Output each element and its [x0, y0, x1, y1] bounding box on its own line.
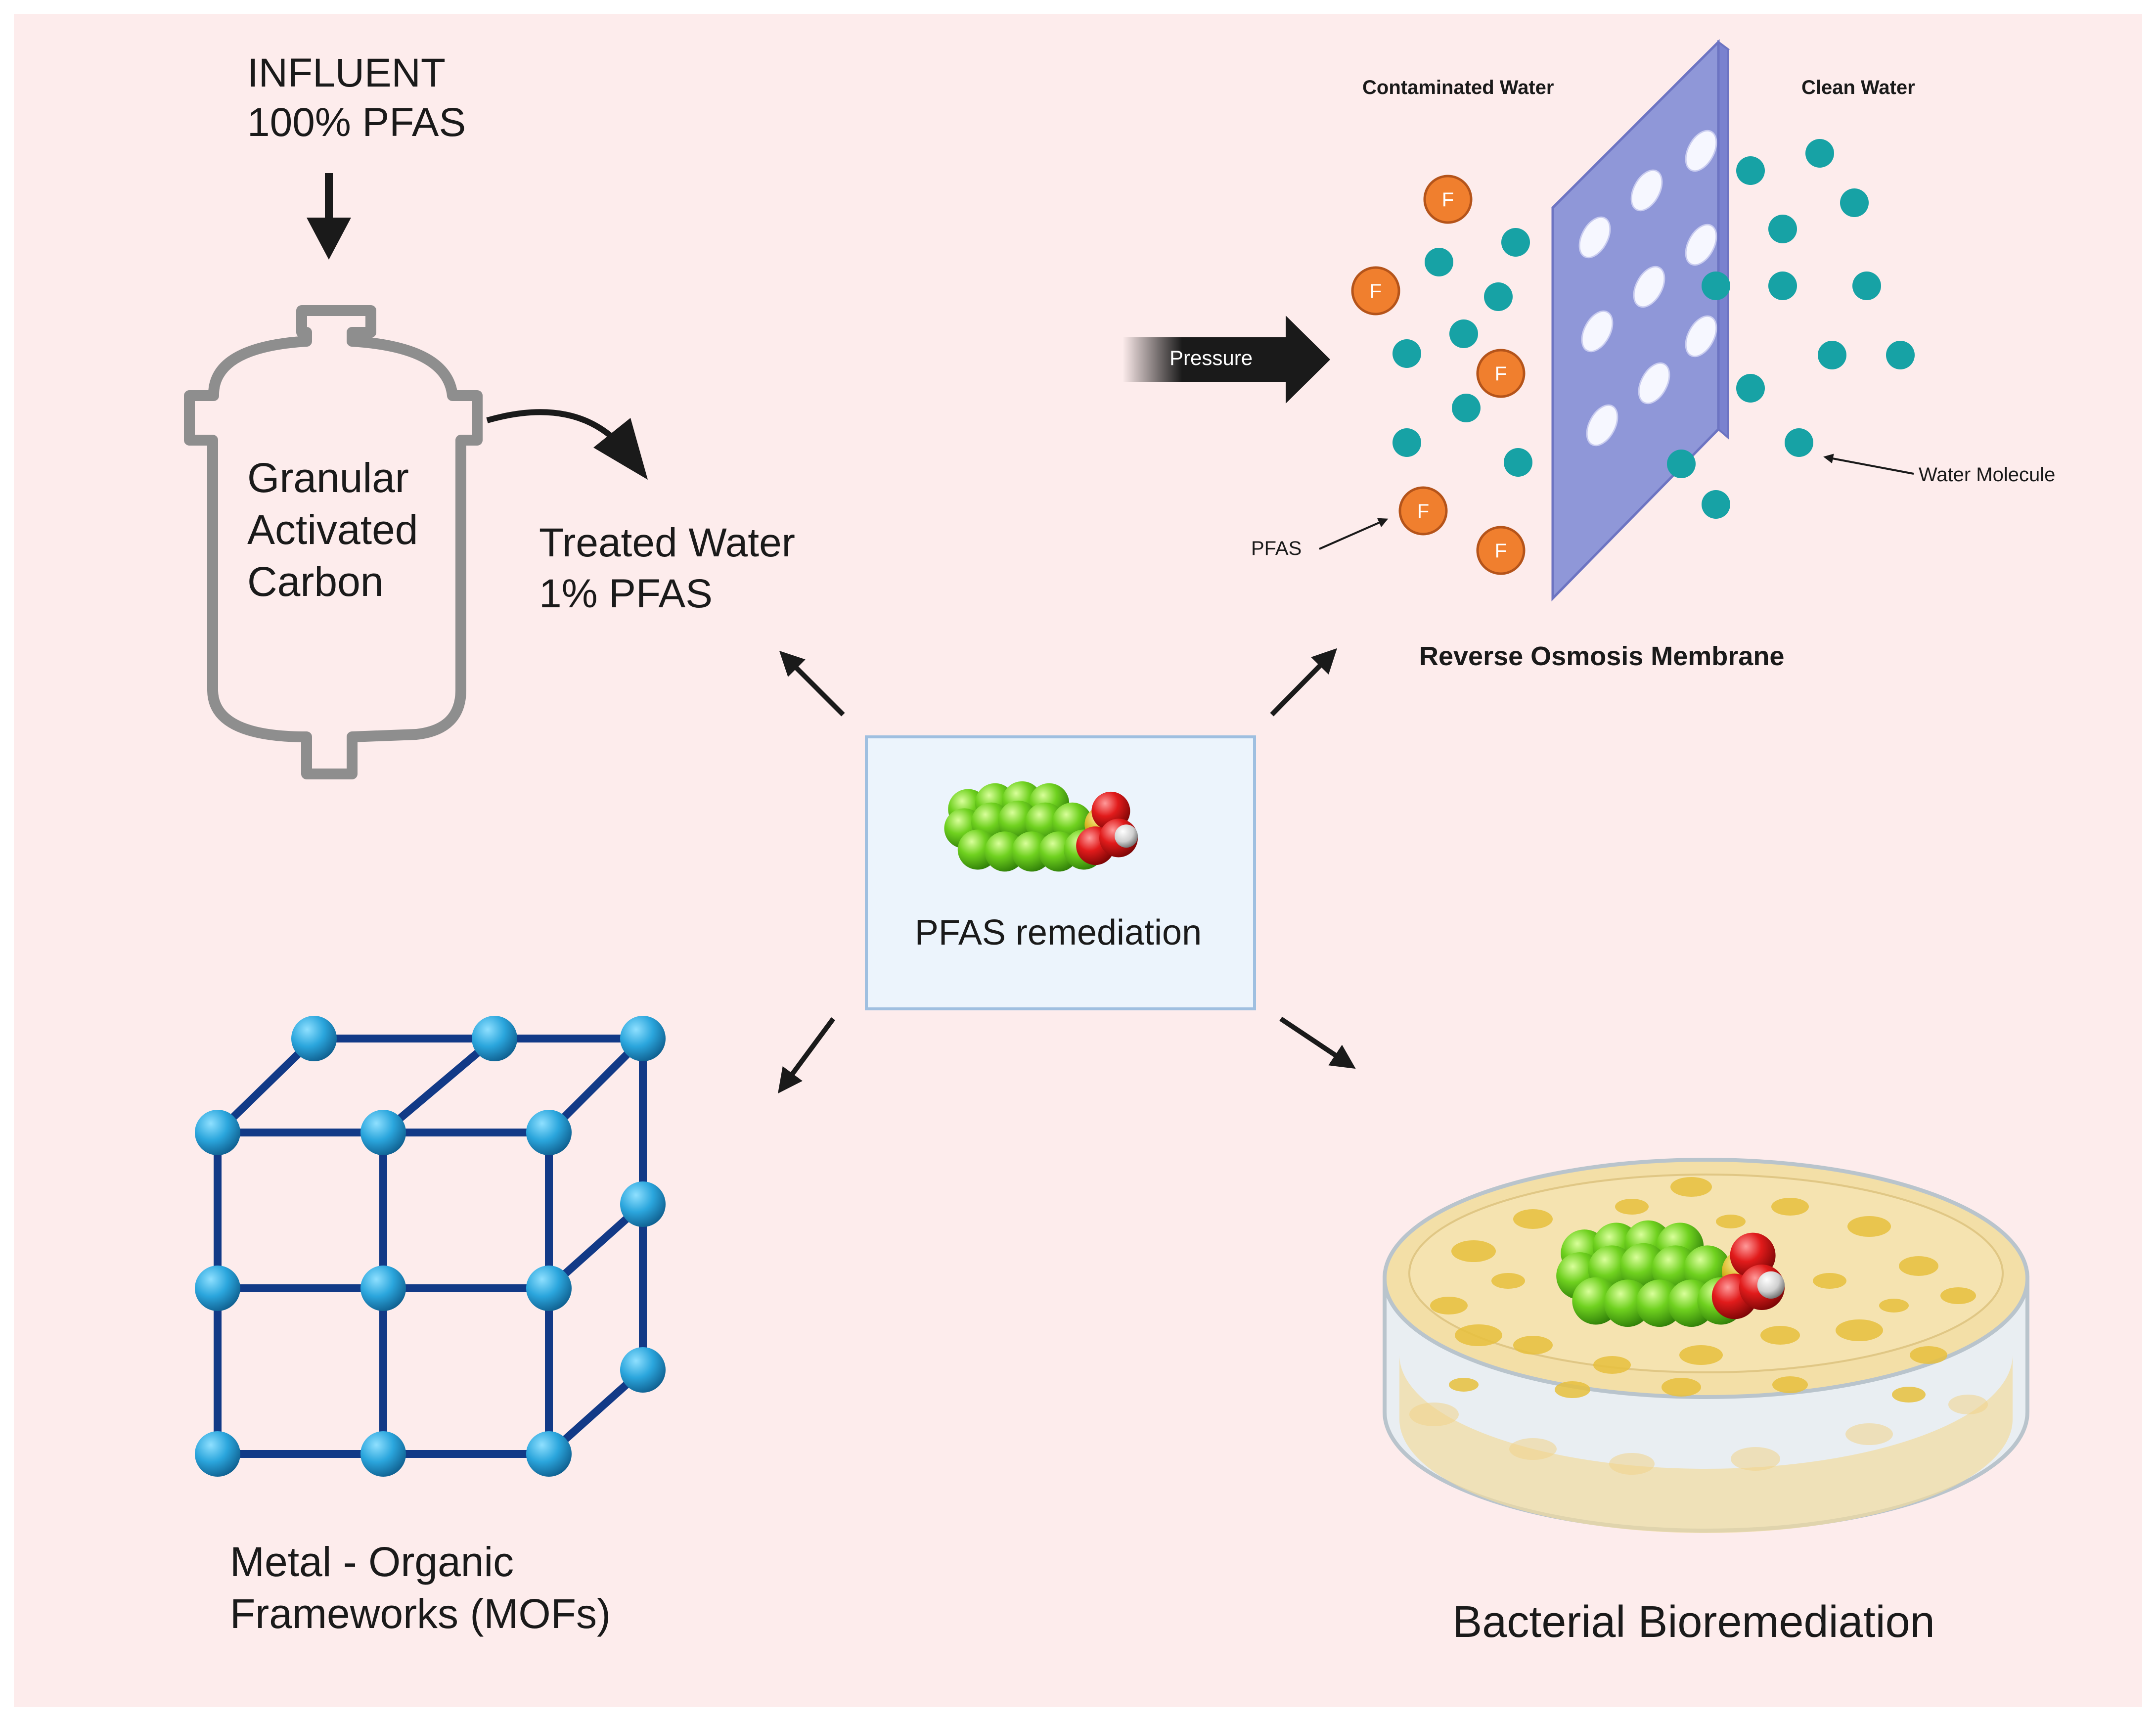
- ro-title: Reverse Osmosis Membrane: [1419, 641, 1784, 671]
- bacterial-colony: [1555, 1381, 1590, 1398]
- pressure-arrow: Pressure: [1123, 316, 1330, 404]
- influent-arrow: [307, 173, 351, 260]
- bioremediation-label: Bacterial Bioremediation: [1452, 1597, 1935, 1647]
- hydrogen-atom: [1757, 1271, 1785, 1299]
- mof-node: [620, 1347, 666, 1393]
- arrow-to-mof: [778, 1017, 836, 1094]
- bacterial-colony: [1771, 1198, 1809, 1216]
- bacterial-colony: [1509, 1438, 1557, 1460]
- bacterial-colony: [1940, 1287, 1976, 1304]
- gac-label-line1: Granular: [247, 454, 409, 501]
- bacterial-colony: [1910, 1346, 1947, 1364]
- arrow-to-gac: [779, 650, 845, 717]
- pfas-pointer-line: [1319, 518, 1389, 550]
- mof-bond: [379, 1035, 498, 1136]
- bacterial-colony: [1615, 1199, 1649, 1215]
- mof-node: [291, 1016, 337, 1061]
- pfas-molecule-icon: [944, 781, 1138, 872]
- bacterial-colony: [1662, 1378, 1701, 1397]
- pressure-label: Pressure: [1169, 346, 1253, 369]
- bacterial-colony: [1731, 1447, 1780, 1471]
- bacterial-colony: [1948, 1395, 1988, 1414]
- bacterial-colony: [1609, 1453, 1655, 1475]
- mof-node: [620, 1016, 666, 1061]
- bacterial-colony: [1430, 1297, 1468, 1314]
- gac-label-line3: Carbon: [247, 558, 384, 605]
- reverse-osmosis-section: Contaminated Water Clean Water Pressure: [1123, 39, 2055, 671]
- mof-label-line1: Metal - Organic: [230, 1539, 514, 1585]
- gac-section: INFLUENT 100% PFAS Granular Activated Ca…: [184, 50, 795, 779]
- mof-node: [195, 1110, 240, 1155]
- pfas-symbol: F: [1417, 500, 1429, 522]
- bacterial-colony: [1760, 1326, 1800, 1345]
- bacterial-colony: [1679, 1345, 1723, 1365]
- treated-water-arrow: [486, 409, 648, 480]
- bacterial-colony: [1513, 1336, 1553, 1355]
- bioremediation-section: Bacterial Bioremediation: [1383, 1158, 2029, 1647]
- bacterial-colony: [1892, 1387, 1926, 1403]
- mof-node: [360, 1110, 406, 1155]
- bacterial-colony: [1491, 1273, 1525, 1289]
- bacterial-colony: [1899, 1256, 1938, 1276]
- pfas-particles: F F F F F: [1351, 175, 1526, 575]
- arrow-to-ro: [1270, 648, 1338, 717]
- gac-label-line2: Activated: [247, 506, 418, 553]
- water-molecules: [1392, 139, 1915, 519]
- bacterial-colony: [1449, 1378, 1479, 1392]
- pfas-molecule-in-dish: [1556, 1220, 1785, 1327]
- pfas-symbol: F: [1495, 363, 1507, 385]
- bacterial-colony: [1670, 1177, 1712, 1197]
- clean-water-label: Clean Water: [1801, 77, 1915, 98]
- bacterial-colony: [1847, 1216, 1891, 1237]
- hydrogen-atom: [1115, 824, 1138, 848]
- bacterial-colony: [1716, 1215, 1746, 1228]
- bacterial-colony: [1845, 1423, 1893, 1445]
- bacterial-colony: [1879, 1299, 1909, 1313]
- pfas-pointer-label: PFAS: [1251, 538, 1302, 559]
- bacterial-colony: [1409, 1403, 1459, 1426]
- treated-water-label: Treated Water: [539, 520, 795, 565]
- center-label: PFAS remediation: [915, 913, 1202, 952]
- mof-label-line2: Frameworks (MOFs): [230, 1590, 611, 1637]
- center-box: PFAS remediation: [865, 735, 1256, 1010]
- water-pointer-line: [1823, 453, 1914, 475]
- arrow-to-bio: [1279, 1016, 1356, 1069]
- bacterial-colony: [1513, 1209, 1553, 1229]
- bacterial-colony: [1836, 1319, 1883, 1341]
- pfas-symbol: F: [1370, 280, 1382, 302]
- influent-label: INFLUENT: [247, 50, 446, 95]
- gac-vessel: [184, 305, 483, 779]
- mof-lattice: [195, 1016, 666, 1477]
- connector-arrows: [778, 648, 1356, 1094]
- mof-node: [195, 1431, 240, 1477]
- treated-percent-label: 1% PFAS: [539, 571, 713, 616]
- bacterial-colony: [1593, 1356, 1631, 1374]
- mof-node: [526, 1431, 572, 1477]
- mof-node: [472, 1016, 517, 1061]
- bacterial-colony: [1813, 1273, 1846, 1289]
- water-pointer-label: Water Molecule: [1919, 464, 2055, 486]
- mof-node: [526, 1266, 572, 1311]
- mof-node: [360, 1266, 406, 1311]
- pfas-symbol: F: [1495, 540, 1507, 562]
- pfas-symbol: F: [1442, 189, 1454, 211]
- influent-percent-label: 100% PFAS: [247, 100, 466, 145]
- mof-node: [360, 1431, 406, 1477]
- mof-node: [526, 1110, 572, 1155]
- petri-dish: [1383, 1158, 2029, 1533]
- contaminated-water-label: Contaminated Water: [1362, 77, 1554, 98]
- bacterial-colony: [1451, 1240, 1496, 1262]
- mof-node: [195, 1266, 240, 1311]
- mof-section: Metal - Organic Frameworks (MOFs): [195, 1016, 666, 1637]
- bacterial-colony: [1455, 1324, 1502, 1346]
- mof-node: [620, 1181, 666, 1227]
- bacterial-colony: [1772, 1376, 1808, 1393]
